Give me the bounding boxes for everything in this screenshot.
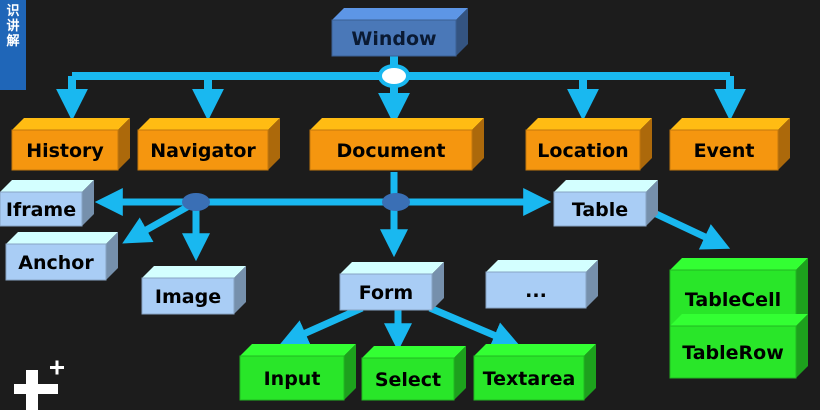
node-iframe-side-face <box>82 180 94 226</box>
connectors-form <box>279 304 521 352</box>
node-input-top-face <box>240 344 356 356</box>
node-navigator-top-face <box>138 118 280 130</box>
node-form: Form <box>339 262 444 311</box>
node-iframe-top-face <box>0 180 94 192</box>
badge-char-1: 识 <box>6 4 20 19</box>
node-tablecell-side-face <box>796 258 808 328</box>
node-navigator: Navigator <box>137 118 280 171</box>
node-textarea: Textarea <box>473 344 596 401</box>
node-tablerow-label: TableRow <box>682 342 784 364</box>
node-document-top-face <box>310 118 484 130</box>
node-image-front-face <box>141 277 235 315</box>
node-select-front-face <box>361 357 455 401</box>
node-ellipsis-top-face <box>486 260 598 272</box>
node-document-side-face <box>472 118 484 170</box>
node-tablerow-top-face <box>670 314 808 326</box>
node-navigator-label: Navigator <box>150 140 256 162</box>
node-document-front-face <box>309 129 473 171</box>
node-navigator-front-face <box>137 129 269 171</box>
node-window-side-face <box>456 8 468 56</box>
node-table-side-face <box>646 180 658 226</box>
node-history-side-face <box>118 118 130 170</box>
node-tablecell-label: TableCell <box>685 289 781 311</box>
plus-logo-icon <box>14 360 64 410</box>
node-textarea-label: Textarea <box>483 368 576 390</box>
node-document: Document <box>309 118 484 171</box>
node-iframe: Iframe <box>0 180 94 227</box>
node-anchor-label: Anchor <box>18 252 94 274</box>
node-form-label: Form <box>359 282 413 304</box>
node-select: Select <box>361 346 466 401</box>
node-event-front-face <box>669 129 779 171</box>
node-ellipsis-front-face <box>485 271 587 309</box>
node-form-top-face <box>340 262 444 274</box>
node-table-label: Table <box>572 199 628 221</box>
node-input-side-face <box>344 344 356 400</box>
node-history-label: History <box>26 140 104 162</box>
document-center-junction <box>382 193 410 211</box>
node-image: Image <box>141 266 246 315</box>
node-form-front-face <box>339 273 433 311</box>
node-image-top-face <box>142 266 246 278</box>
node-location-front-face <box>525 129 641 171</box>
node-table-front-face <box>553 191 647 227</box>
node-event-side-face <box>778 118 790 170</box>
node-window-top-face <box>332 8 468 20</box>
document-left-junction <box>182 193 210 211</box>
node-anchor-top-face <box>6 232 118 244</box>
node-iframe-label: Iframe <box>6 199 76 221</box>
node-window-front-face <box>331 19 457 57</box>
node-tablerow-front-face <box>669 325 797 379</box>
node-textarea-side-face <box>584 344 596 400</box>
node-anchor-front-face <box>5 243 107 281</box>
window-junction <box>378 64 410 88</box>
node-event-top-face <box>670 118 790 130</box>
node-select-side-face <box>454 346 466 400</box>
node-ellipsis-side-face <box>586 260 598 308</box>
node-select-top-face <box>362 346 466 358</box>
node-document-label: Document <box>337 140 446 162</box>
node-anchor-side-face <box>106 232 118 280</box>
node-location-side-face <box>640 118 652 170</box>
node-input-label: Input <box>264 368 321 390</box>
node-image-label: Image <box>155 286 221 308</box>
node-ellipsis-label: ... <box>525 280 547 302</box>
node-anchor: Anchor <box>5 232 118 281</box>
node-table-top-face <box>554 180 658 192</box>
corner-badge: 识 讲 解 <box>0 0 26 90</box>
node-history-top-face <box>12 118 130 130</box>
node-table: Table <box>553 180 658 227</box>
node-image-side-face <box>234 266 246 314</box>
node-select-label: Select <box>375 369 441 391</box>
node-history: History <box>11 118 130 171</box>
badge-char-3: 解 <box>6 34 20 49</box>
badge-char-2: 讲 <box>6 19 20 34</box>
node-event-label: Event <box>694 140 755 162</box>
node-textarea-top-face <box>474 344 596 356</box>
node-location: Location <box>525 118 652 171</box>
node-window: Window <box>331 8 468 57</box>
node-input: Input <box>239 344 356 401</box>
node-ellipsis: ... <box>485 260 598 309</box>
node-tablerow: TableRow <box>669 314 808 379</box>
node-tablerow-side-face <box>796 314 808 378</box>
node-location-top-face <box>526 118 652 130</box>
node-navigator-side-face <box>268 118 280 170</box>
node-input-front-face <box>239 355 345 401</box>
node-window-label: Window <box>351 28 436 50</box>
node-location-label: Location <box>537 140 628 162</box>
node-textarea-front-face <box>473 355 585 401</box>
node-iframe-front-face <box>0 191 83 227</box>
node-form-side-face <box>432 262 444 310</box>
node-tablecell-top-face <box>670 258 808 270</box>
node-history-front-face <box>11 129 119 171</box>
node-event: Event <box>669 118 790 171</box>
